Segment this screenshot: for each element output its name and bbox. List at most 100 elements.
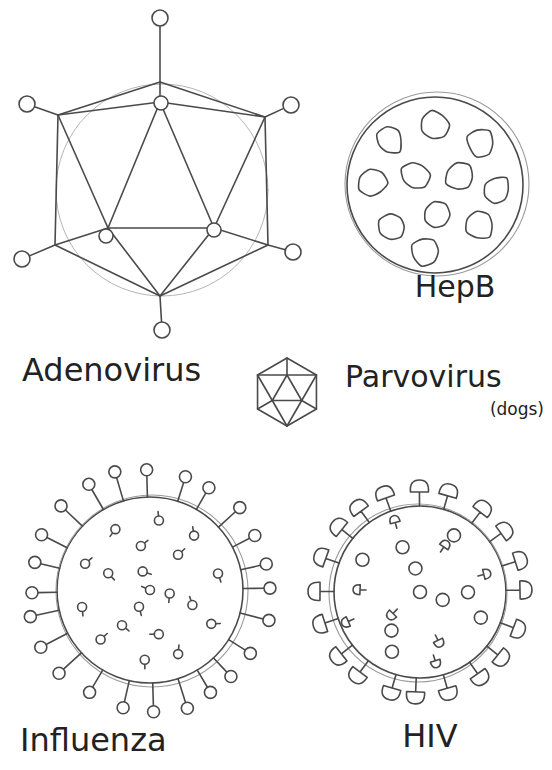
spike-knob <box>263 614 275 626</box>
inner-spike <box>136 541 145 550</box>
surface-spike <box>389 514 402 529</box>
glycoprotein-spike <box>464 497 494 529</box>
spike-knob <box>29 556 41 568</box>
inner-spike <box>135 602 144 611</box>
surface-protein <box>446 163 473 189</box>
glycoprotein-spike <box>347 496 377 528</box>
spike-knob <box>26 587 38 599</box>
inner-spike <box>154 630 163 639</box>
penton-fiber <box>265 108 284 117</box>
spike-fiber <box>117 478 124 501</box>
penton-fiber <box>159 26 161 82</box>
surface-spike <box>353 584 366 595</box>
surface-protein <box>447 529 460 542</box>
inner-spike <box>190 531 199 540</box>
capsid-edge <box>58 102 160 115</box>
capsid-edge <box>214 228 268 245</box>
spike-fiber <box>197 670 207 687</box>
inner-spike <box>140 655 149 664</box>
penton-knob <box>154 96 168 110</box>
spike-knob <box>234 502 246 514</box>
spike-knob <box>179 471 191 483</box>
glycoprotein-spike <box>406 678 425 705</box>
spike-knob <box>264 582 276 594</box>
inner-spike <box>138 567 147 576</box>
sketch-group <box>14 10 532 718</box>
capsid-outline <box>258 358 317 426</box>
inner-spike <box>78 602 87 611</box>
glycoprotein-spike <box>326 638 358 668</box>
glycoprotein-spike <box>311 610 341 635</box>
penton-knob <box>283 97 299 113</box>
penton-knob <box>99 229 113 243</box>
penton-knob <box>154 322 170 338</box>
envelope-outer <box>56 495 248 687</box>
inner-spike <box>214 569 223 578</box>
glycoprotein-spike <box>435 672 460 702</box>
glycoprotein-spike <box>346 655 376 687</box>
capsid-edge <box>302 401 317 410</box>
penton-knob <box>285 244 301 260</box>
capsid-edge <box>160 102 265 117</box>
surface-protein <box>421 110 449 138</box>
spike-knob <box>204 686 216 698</box>
surface-protein <box>425 202 450 228</box>
capsid-edge <box>58 115 108 228</box>
glycoprotein-spike <box>311 546 342 572</box>
capsid-edge <box>302 375 317 401</box>
glycoprotein-spike <box>373 484 399 515</box>
spike-fiber <box>36 610 59 615</box>
glycoprotein-spike <box>506 581 532 600</box>
spike-fiber <box>38 591 57 593</box>
penton-knob <box>14 251 30 267</box>
glycoprotein-spike <box>435 482 460 512</box>
surface-protein <box>379 214 405 240</box>
spike-knob <box>84 686 96 698</box>
parvovirus-illustration <box>258 358 317 426</box>
envelope <box>334 506 506 678</box>
capsid-outline <box>55 82 268 296</box>
spike-fiber <box>63 653 81 669</box>
inner-spike <box>207 619 216 628</box>
virus-label: Parvovirus <box>345 360 502 395</box>
spike-fiber <box>152 683 154 706</box>
spike-knob <box>244 647 256 659</box>
spike-fiber <box>178 482 184 501</box>
glycoprotein-spike <box>481 639 513 669</box>
spike-knob <box>35 641 47 653</box>
spike-fiber <box>233 538 250 547</box>
glycoprotein-spike <box>410 480 428 506</box>
virus-label: Influenza <box>20 722 167 759</box>
spike-fiber <box>146 476 148 497</box>
spike-knob <box>203 482 215 494</box>
surface-protein <box>466 211 492 238</box>
spike-knob <box>36 529 48 541</box>
capsid-edge <box>287 374 316 376</box>
glycoprotein-spike <box>499 549 529 574</box>
spike-fiber <box>124 681 129 702</box>
spike-knob <box>24 611 36 623</box>
spike-knob <box>225 671 237 683</box>
glycoprotein-spike <box>327 515 359 545</box>
glycoprotein-spike <box>380 672 405 702</box>
spike-fiber <box>178 679 186 703</box>
virus-label: Adenovirus <box>22 352 201 389</box>
capsid-edge <box>258 401 273 410</box>
inner-spike <box>146 586 155 595</box>
surface-protein <box>385 645 398 658</box>
spike-knob <box>181 702 193 714</box>
capsid-edge <box>108 228 160 296</box>
virus-label: HIV <box>402 718 457 755</box>
capsid-edge <box>272 401 287 427</box>
capsid-edge <box>258 375 273 401</box>
spike-fiber <box>65 510 82 526</box>
spike-fiber <box>47 537 67 547</box>
capsid-face <box>272 375 301 401</box>
capsid-edge <box>258 374 287 376</box>
hepb-illustration <box>345 92 529 276</box>
spike-fiber <box>241 565 261 569</box>
envelope <box>347 97 523 273</box>
inner-spike <box>104 569 113 578</box>
penton-fiber <box>35 107 58 115</box>
